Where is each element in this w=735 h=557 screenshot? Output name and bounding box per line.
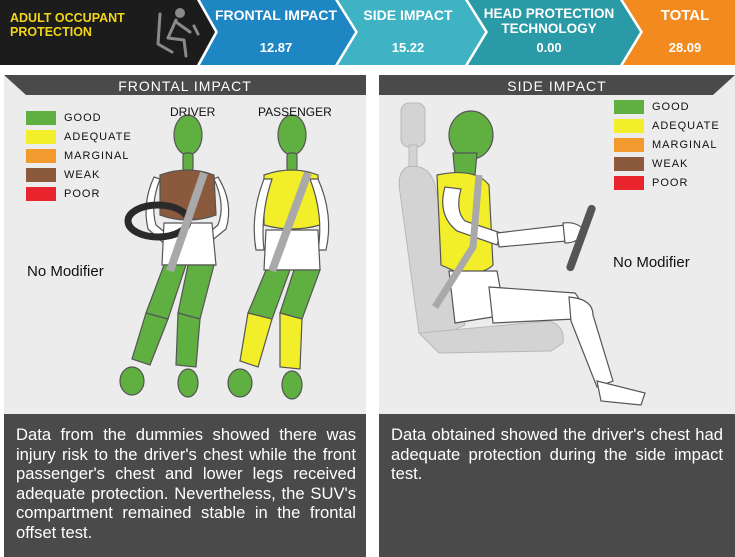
side-impact-panel: SIDE IMPACT GOOD ADEQUATE MARGINAL WEAK … bbox=[379, 75, 735, 557]
legend-swatch-poor bbox=[26, 186, 56, 201]
legend-swatch-weak bbox=[26, 167, 56, 182]
head-protection-label: HEAD PROTECTION TECHNOLOGY bbox=[483, 6, 615, 36]
side-legend-swatch-poor bbox=[614, 175, 644, 190]
side-foot bbox=[596, 380, 646, 406]
total-segment-bg bbox=[623, 0, 735, 65]
side-legend-item-marginal: MARGINAL bbox=[614, 135, 720, 154]
frontal-description: Data from the dummies showed there was i… bbox=[4, 414, 366, 557]
side-legend-item-adequate: ADEQUATE bbox=[614, 116, 720, 135]
legend-label-good: GOOD bbox=[64, 111, 102, 124]
passenger-label: PASSENGER bbox=[258, 105, 332, 119]
legend-item-good: GOOD bbox=[26, 108, 132, 127]
passenger-neck bbox=[286, 152, 298, 172]
seat-headrest bbox=[400, 102, 426, 148]
side-panel-title: SIDE IMPACT bbox=[507, 78, 607, 94]
steering-column-icon bbox=[566, 204, 596, 272]
adult-occupant-protection-label: ADULT OCCUPANT PROTECTION bbox=[10, 11, 125, 40]
side-lower-leg bbox=[568, 296, 614, 388]
head-protection-score: 0.00 bbox=[536, 40, 562, 55]
legend-item-poor: POOR bbox=[26, 184, 132, 203]
driver-right-foot bbox=[177, 368, 199, 398]
frontal-modifier: No Modifier bbox=[27, 263, 104, 280]
legend-label-poor: POOR bbox=[64, 187, 101, 200]
side-legend-label-good: GOOD bbox=[652, 100, 690, 113]
legend-label-marginal: MARGINAL bbox=[64, 149, 130, 162]
side-legend-swatch-marginal bbox=[614, 137, 644, 152]
car-seat bbox=[398, 102, 564, 354]
driver-head bbox=[173, 114, 203, 156]
seated-occupant-icon bbox=[156, 8, 200, 58]
seat-cushion bbox=[417, 320, 564, 354]
legend-label-weak: WEAK bbox=[64, 168, 101, 181]
frontal-impact-score: 12.87 bbox=[259, 40, 293, 55]
frontal-impact-segment-bg bbox=[200, 0, 355, 65]
seat-headrest-post bbox=[408, 144, 418, 168]
total-label: TOTAL bbox=[660, 7, 710, 24]
driver-left-leg bbox=[131, 312, 169, 366]
side-legend-item-good: GOOD bbox=[614, 97, 720, 116]
header-chevrons bbox=[0, 0, 735, 65]
total-score: 28.09 bbox=[668, 40, 702, 55]
side-figure bbox=[379, 75, 735, 406]
frontal-figure bbox=[4, 75, 366, 400]
driver-left-foot bbox=[119, 366, 145, 396]
passenger-right-foot bbox=[281, 370, 303, 400]
frontal-impact-label: FRONTAL IMPACT bbox=[214, 7, 338, 23]
side-description: Data obtained showed the driver's chest … bbox=[379, 414, 735, 557]
frontal-title-bar bbox=[4, 75, 366, 95]
passenger-left-arm bbox=[253, 178, 273, 251]
legend-item-marginal: MARGINAL bbox=[26, 146, 132, 165]
head-protection-segment-bg bbox=[468, 0, 640, 65]
passenger-left-leg bbox=[239, 312, 273, 368]
side-seatbelt bbox=[432, 174, 483, 309]
side-legend: GOOD ADEQUATE MARGINAL WEAK POOR bbox=[614, 97, 720, 192]
passenger-dummy bbox=[227, 114, 330, 400]
side-legend-item-weak: WEAK bbox=[614, 154, 720, 173]
legend-swatch-marginal bbox=[26, 148, 56, 163]
side-title-bar bbox=[379, 75, 735, 95]
frontal-panel-title: FRONTAL IMPACT bbox=[118, 78, 252, 94]
passenger-head bbox=[277, 114, 307, 156]
side-legend-item-poor: POOR bbox=[614, 173, 720, 192]
side-neck bbox=[452, 152, 478, 176]
frontal-impact-panel: FRONTAL IMPACT GOOD ADEQUATE MARGINAL WE… bbox=[4, 75, 366, 557]
driver-seatbelt bbox=[166, 171, 208, 273]
side-legend-swatch-good bbox=[614, 99, 644, 114]
side-thigh bbox=[488, 286, 582, 324]
side-modifier: No Modifier bbox=[613, 254, 690, 271]
passenger-left-foot bbox=[227, 368, 253, 398]
legend-label-adequate: ADEQUATE bbox=[64, 130, 132, 143]
score-header: ADULT OCCUPANT PROTECTION FRONTAL IMPACT… bbox=[0, 0, 735, 65]
frontal-legend: GOOD ADEQUATE MARGINAL WEAK POOR bbox=[26, 108, 132, 203]
passenger-right-leg bbox=[279, 312, 303, 370]
legend-swatch-adequate bbox=[26, 129, 56, 144]
side-legend-label-weak: WEAK bbox=[652, 157, 689, 170]
driver-neck bbox=[182, 152, 194, 172]
side-legend-swatch-adequate bbox=[614, 118, 644, 133]
side-legend-label-adequate: ADEQUATE bbox=[652, 119, 720, 132]
legend-item-adequate: ADEQUATE bbox=[26, 127, 132, 146]
side-impact-score: 15.22 bbox=[391, 40, 425, 55]
side-dummy bbox=[436, 110, 646, 406]
side-forearm bbox=[496, 224, 568, 248]
side-legend-swatch-weak bbox=[614, 156, 644, 171]
side-legend-label-poor: POOR bbox=[652, 176, 689, 189]
driver-right-leg bbox=[175, 312, 201, 368]
side-impact-label: SIDE IMPACT bbox=[363, 7, 453, 23]
passenger-seatbelt bbox=[268, 171, 312, 273]
side-legend-label-marginal: MARGINAL bbox=[652, 138, 718, 151]
legend-swatch-good bbox=[26, 110, 56, 125]
legend-item-weak: WEAK bbox=[26, 165, 132, 184]
driver-label: DRIVER bbox=[170, 105, 216, 119]
side-head bbox=[448, 110, 494, 160]
side-impact-segment-bg bbox=[338, 0, 485, 65]
